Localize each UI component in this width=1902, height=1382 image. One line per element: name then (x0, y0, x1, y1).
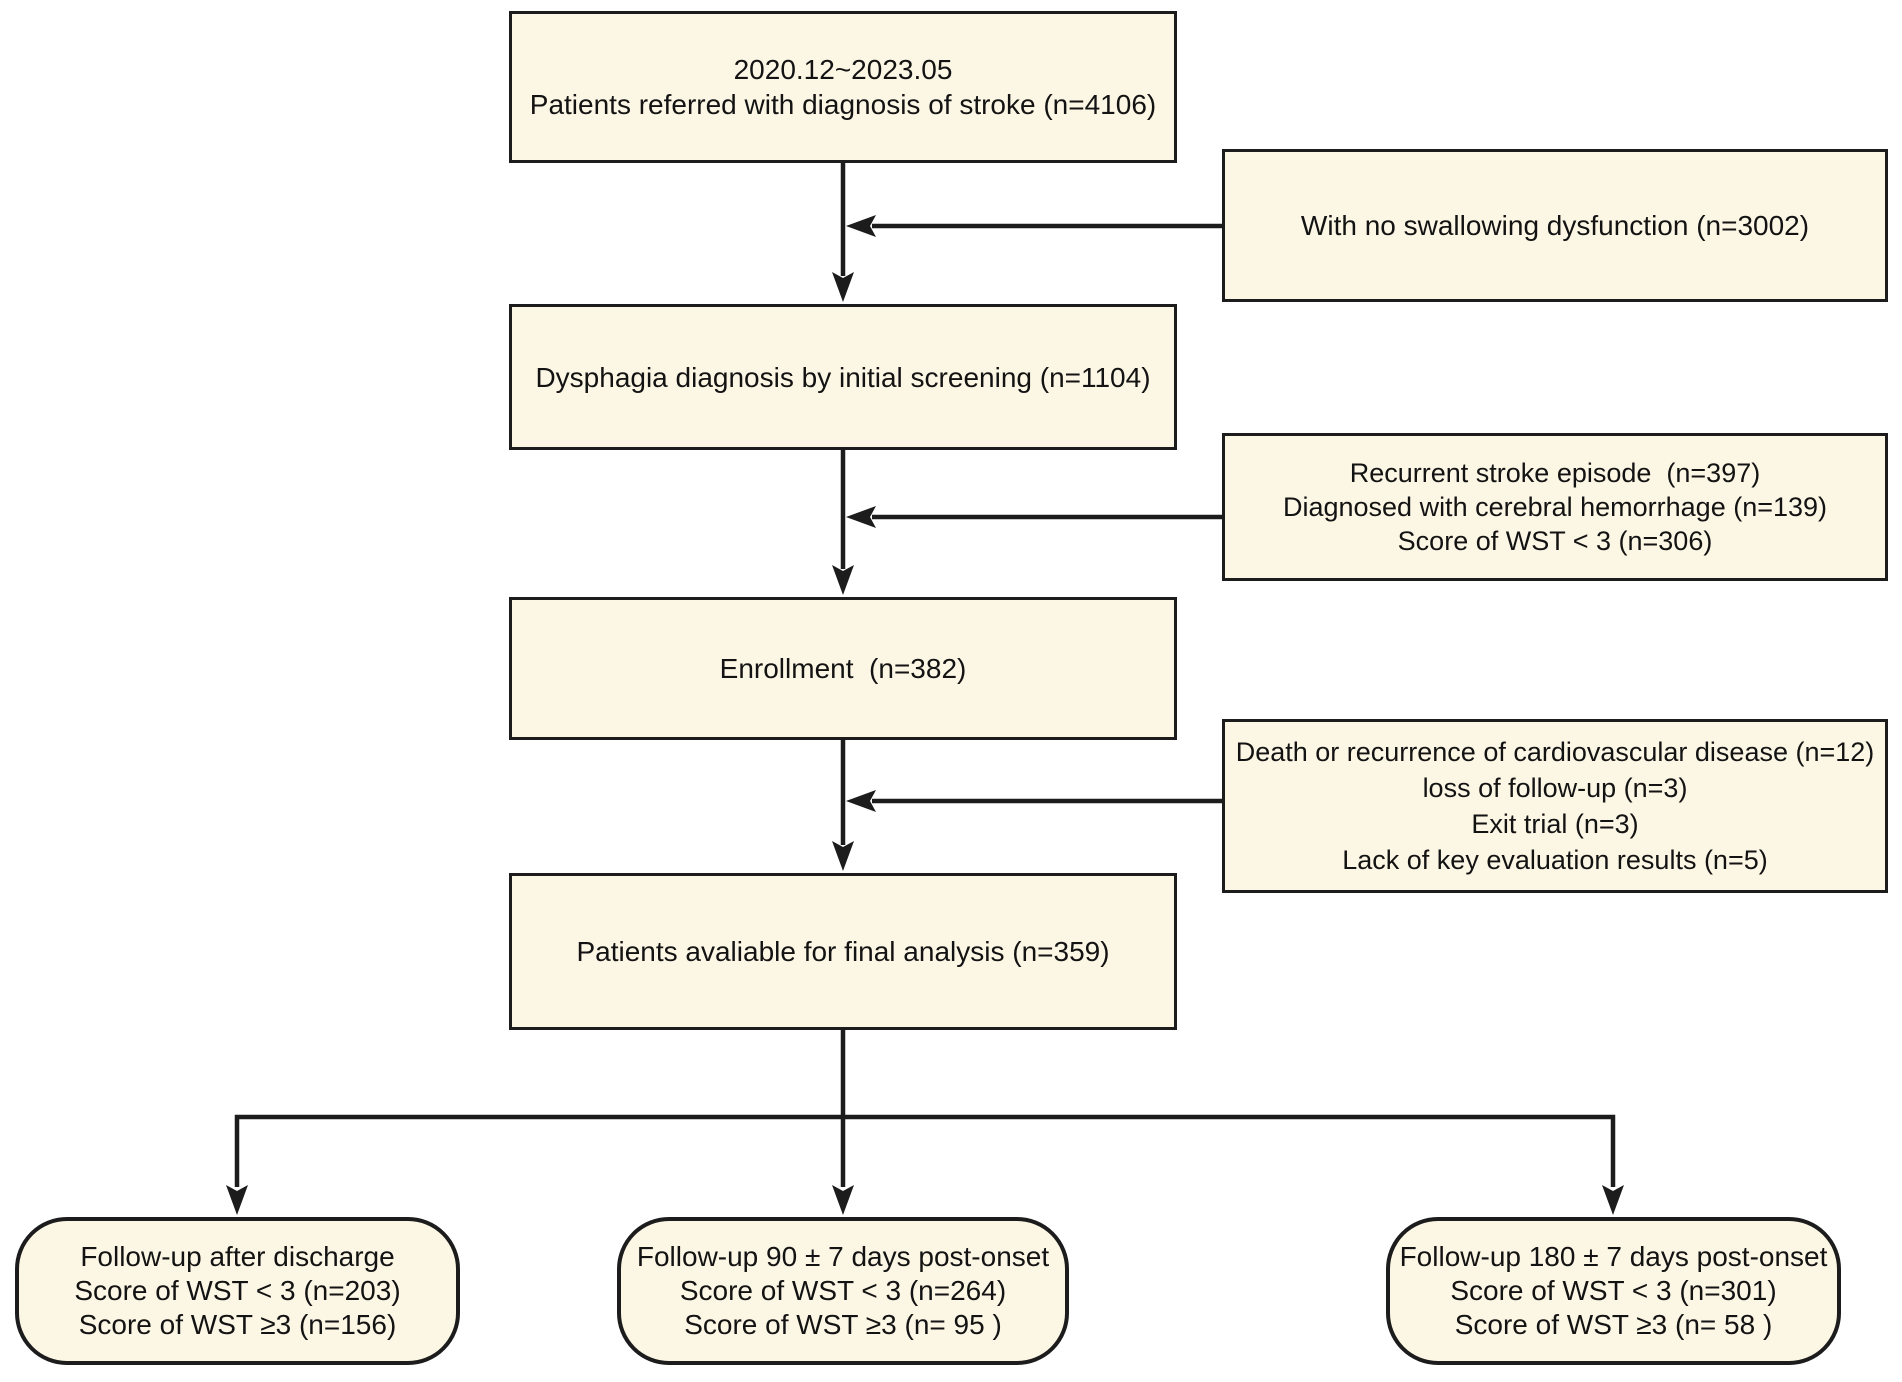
outcome-box-discharge-followup: Follow-up after discharge Score of WST <… (15, 1217, 460, 1365)
box-text-line: Score of WST < 3 (n=306) (1397, 526, 1713, 556)
arrowhead-left-3 (846, 790, 876, 812)
box-text-line: 2020.12~2023.05 (733, 54, 953, 85)
box-text-line: Score of WST < 3 (n=301) (1450, 1275, 1777, 1306)
arrowhead-down-1 (832, 272, 854, 302)
box-text-line: Score of WST < 3 (n=203) (74, 1275, 401, 1306)
box-text-line: Enrollment (n=382) (719, 653, 967, 684)
arrow-shafts (234, 161, 1616, 1187)
exclusion-box-withdrawals: Death or recurrence of cardiovascular di… (1222, 719, 1888, 893)
box-text-line: Exit trial (n=3) (1471, 809, 1639, 839)
flow-box-enrollment: Enrollment (n=382) (509, 597, 1177, 740)
flow-box-final-analysis: Patients avaliable for final analysis (n… (509, 873, 1177, 1030)
box-text-line: Lack of key evaluation results (n=5) (1342, 845, 1768, 875)
arrowhead-down-3 (832, 841, 854, 871)
box-text-line: Follow-up 180 ± 7 days post-onset (1399, 1241, 1828, 1272)
box-text-line: Score of WST < 3 (n=264) (679, 1275, 1007, 1306)
arrowhead-down-2 (832, 565, 854, 595)
branch-line (234, 1114, 1616, 1187)
box-text-line: Death or recurrence of cardiovascular di… (1235, 737, 1875, 767)
box-text-line: Follow-up after discharge (80, 1241, 395, 1272)
arrowhead-left-1 (846, 215, 876, 237)
box-text-line: Patients avaliable for final analysis (n… (576, 936, 1110, 967)
arrowhead-left-2 (846, 506, 876, 528)
box-text-line: loss of follow-up (n=3) (1422, 773, 1688, 803)
box-text-line: Score of WST ≥3 (n=156) (78, 1309, 397, 1340)
box-text-line: Score of WST ≥3 (n= 58 ) (1454, 1309, 1773, 1340)
arrowhead-branch-1 (226, 1185, 248, 1215)
outcome-box-180day-followup: Follow-up 180 ± 7 days post-onset Score … (1386, 1217, 1841, 1365)
arrowhead-branch-3 (1602, 1185, 1624, 1215)
flow-box-dysphagia-screening: Dysphagia diagnosis by initial screening… (509, 304, 1177, 450)
exclusion-box-no-dysfunction: With no swallowing dysfunction (n=3002) (1222, 149, 1888, 302)
box-text-line: Score of WST ≥3 (n= 95 ) (684, 1309, 1002, 1340)
flow-box-patients-referred: 2020.12~2023.05 Patients referred with d… (509, 11, 1177, 163)
box-text-line: Follow-up 90 ± 7 days post-onset (636, 1241, 1050, 1272)
outcome-box-90day-followup: Follow-up 90 ± 7 days post-onset Score o… (617, 1217, 1069, 1365)
box-text-line: Patients referred with diagnosis of stro… (529, 89, 1157, 120)
arrowhead-branch-2 (832, 1185, 854, 1215)
box-text-line: Diagnosed with cerebral hemorrhage (n=13… (1282, 492, 1828, 522)
arrow-heads (226, 215, 1624, 1215)
box-text-line: With no swallowing dysfunction (n=3002) (1300, 210, 1810, 241)
box-text-line: Recurrent stroke episode (n=397) (1349, 458, 1761, 488)
exclusion-box-screening-exclusions: Recurrent stroke episode (n=397) Diagnos… (1222, 433, 1888, 581)
box-text-line: Dysphagia diagnosis by initial screening… (535, 361, 1151, 393)
